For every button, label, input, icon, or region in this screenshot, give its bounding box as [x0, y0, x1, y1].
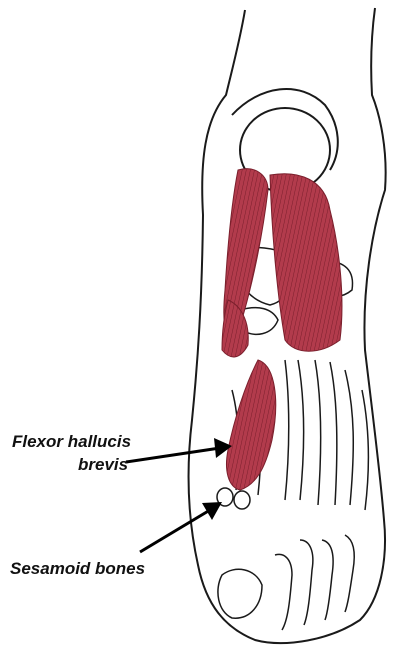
flexor-hallucis-label-line2: brevis: [78, 455, 128, 475]
arrow-flexor: [126, 448, 220, 462]
flexor-hallucis-brevis-muscle: [227, 360, 276, 490]
sesamoid-bones-label: Sesamoid bones: [10, 559, 145, 579]
arrow-sesamoid: [140, 510, 210, 552]
label-arrows: [126, 438, 232, 552]
arrowhead-sesamoid: [202, 502, 222, 520]
plantar-muscles: [222, 169, 342, 357]
sesamoid-bones: [217, 488, 250, 509]
phalanges: [218, 535, 354, 630]
flexor-hallucis-label-line1: Flexor hallucis: [12, 432, 131, 452]
